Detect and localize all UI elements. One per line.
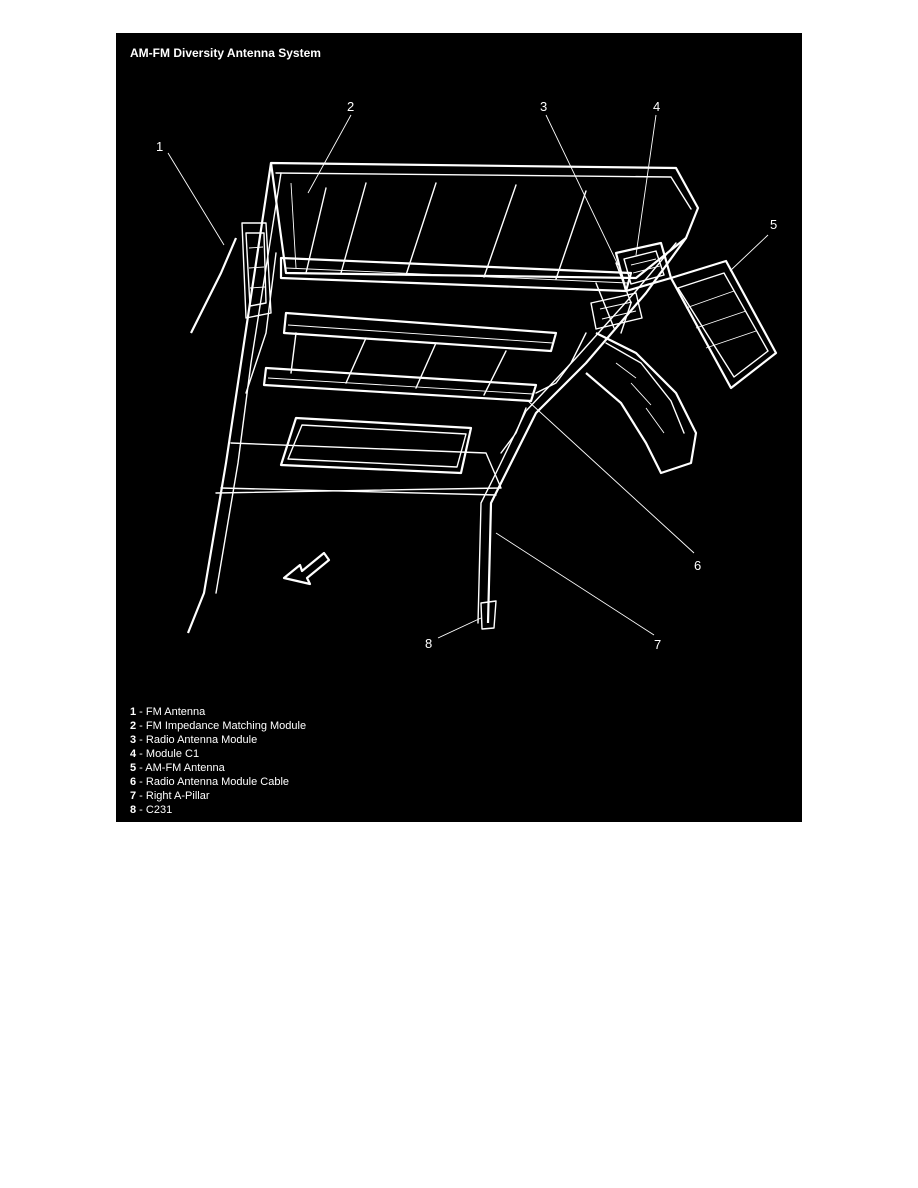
legend-label: FM Impedance Matching Module [145, 720, 307, 732]
legend-sep: - [136, 762, 146, 774]
legend-num: 3 [130, 734, 137, 746]
legend-label: FM Antenna [145, 706, 206, 718]
legend-label: Right A-Pillar [145, 790, 210, 802]
callouts: 1 2 3 4 5 6 7 8 [156, 99, 777, 652]
am-fm-antenna [669, 259, 778, 390]
legend-num: 5 [130, 762, 137, 774]
radio-antenna-module-cable [500, 332, 587, 454]
legend-sep: - [136, 748, 146, 760]
callout-5: 5 [770, 217, 777, 232]
middle-roof-bow [282, 311, 558, 396]
legend-label: Module C1 [145, 748, 200, 760]
callout-6: 6 [694, 558, 701, 573]
legend-sep: - [136, 804, 146, 816]
legend-label: AM-FM Antenna [145, 762, 225, 774]
figure-title: AM-FM Diversity Antenna System [130, 46, 321, 60]
fm-antenna [190, 222, 272, 334]
legend-sep: - [136, 790, 146, 802]
forward-direction-arrow [282, 551, 331, 586]
right-side-rail [477, 237, 687, 624]
diagram-figure: AM-FM Diversity Antenna System [116, 33, 802, 822]
legend-num: 4 [130, 748, 137, 760]
callout-8: 8 [425, 636, 432, 651]
legend-num: 2 [130, 720, 137, 732]
callout-1: 1 [156, 139, 163, 154]
rear-window-opening [215, 416, 502, 496]
legend-item: 5 - AM-FM Antenna [130, 761, 306, 775]
legend-label: Radio Antenna Module [145, 734, 258, 746]
legend-sep: - [136, 734, 146, 746]
legend-item: 3 - Radio Antenna Module [130, 733, 306, 747]
legend-item: 2 - FM Impedance Matching Module [130, 719, 306, 733]
legend: 1 - FM Antenna 2 - FM Impedance Matching… [130, 705, 306, 817]
roof-antenna-drawing: 1 2 3 4 5 6 7 8 [156, 99, 778, 652]
callout-2: 2 [347, 99, 354, 114]
legend-sep: - [136, 776, 146, 788]
legend-sep: - [136, 706, 146, 718]
legend-num: 1 [130, 706, 137, 718]
rear-roof-bow [262, 366, 538, 403]
radio-antenna-module [590, 241, 673, 330]
callout-7: 7 [654, 637, 661, 652]
legend-item: 6 - Radio Antenna Module Cable [130, 775, 306, 789]
right-a-pillar-trim [585, 332, 698, 475]
legend-label: Radio Antenna Module Cable [145, 776, 290, 788]
legend-num: 7 [130, 790, 137, 802]
legend-item: 8 - C231 [130, 803, 306, 817]
legend-item: 4 - Module C1 [130, 747, 306, 761]
legend-num: 6 [130, 776, 137, 788]
legend-item: 1 - FM Antenna [130, 705, 306, 719]
roof-panel [269, 161, 700, 280]
legend-num: 8 [130, 804, 137, 816]
callout-4: 4 [653, 99, 660, 114]
legend-sep: - [136, 720, 146, 732]
legend-label: C231 [145, 804, 173, 816]
legend-item: 7 - Right A-Pillar [130, 789, 306, 803]
leader-lines [167, 114, 769, 639]
c231-connector [480, 600, 497, 630]
left-side-rail [186, 162, 282, 634]
callout-3: 3 [540, 99, 547, 114]
